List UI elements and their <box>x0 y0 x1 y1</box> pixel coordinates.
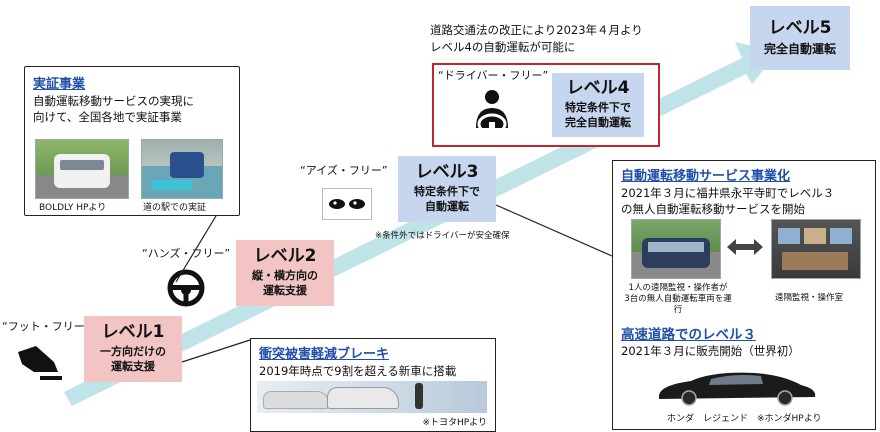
level-5-title: レベル5 <box>768 17 832 38</box>
remote-control-room-photo <box>771 219 861 279</box>
service-caption-right: 遠隔監視・操作室 <box>775 293 844 303</box>
level-2-quote: “ハンズ・フリー” <box>142 247 231 260</box>
jissho-title: 実証事業 <box>33 77 86 92</box>
honda-caption: ホンダ レジェンド ※ホンダHPより <box>667 414 822 424</box>
service-title: 自動運転移動サービス事業化 <box>621 169 791 184</box>
level-3-quote: “アイズ・フリー” <box>300 164 388 177</box>
brake-source: ※トヨタHPより <box>422 418 487 428</box>
toyota-brake-photo <box>257 381 487 413</box>
brake-panel: 衝突被害軽減ブレーキ 2019年時点で9割を超える新車に搭載 ※トヨタHPより <box>250 338 496 432</box>
michi-no-eki-photo <box>141 139 223 199</box>
bidirectional-arrow-icon <box>727 237 763 261</box>
jissho-panel: 実証事業 自動運転移動サービスの実現に 向けて、全国各地で実証事業 BOLDLY… <box>24 66 240 216</box>
level-1-box: レベル1 一方向だけの 運転支援 <box>84 316 182 382</box>
level-4-box: レベル4 特定条件下で 完全自動運転 <box>552 73 644 137</box>
level-5-box: レベル5 完全自動運転 <box>750 6 850 70</box>
service-text-1: 2021年３月に福井県永平寺町でレベル３ <box>621 186 835 200</box>
level-3-title: レベル3 <box>415 162 479 183</box>
level-1-quote: “フット・フリー” <box>2 320 91 333</box>
highway-title: 高速道路でのレベル３ <box>621 327 756 343</box>
level-4-title: レベル4 <box>566 78 630 99</box>
jissho-text-1: 自動運転移動サービスの実現に <box>33 94 194 108</box>
level-2-title: レベル2 <box>253 246 317 267</box>
eiheiji-vehicle-photo <box>631 219 721 279</box>
honda-legend-photo <box>651 367 821 407</box>
michi-caption: 道の駅での実証 <box>143 203 207 213</box>
level-3-note: ※条件外ではドライバーが安全確保 <box>375 231 510 241</box>
service-panel: 自動運転移動サービス事業化 2021年３月に福井県永平寺町でレベル３ の無人自動… <box>612 160 876 430</box>
jissho-text-2: 向けて、全国各地で実証事業 <box>33 110 182 125</box>
steering-wheel-icon <box>166 268 206 312</box>
level-2-box: レベル2 縦・横方向の 運転支援 <box>236 240 334 306</box>
level-4-quote: “ドライバー・フリー” <box>438 69 549 82</box>
level-1-title: レベル1 <box>101 322 165 343</box>
service-caption-left-2: 3台の無人自動運転車両を運行 <box>624 294 732 316</box>
highway-text: 2021年３月に販売開始（世界初） <box>621 344 800 358</box>
brake-title: 衝突被害軽減ブレーキ <box>259 347 390 362</box>
eyes-icon <box>322 188 372 220</box>
driver-icon <box>470 88 514 140</box>
service-caption-left-1: 1人の遠隔監視・操作者が <box>628 283 728 293</box>
foot-pedal-icon <box>14 340 64 380</box>
boldly-bus-photo <box>35 139 129 199</box>
level-3-box: レベル3 特定条件下で 自動運転 <box>398 156 496 222</box>
boldly-caption: BOLDLY HPより <box>39 203 107 213</box>
service-text-2: の無人自動運転移動サービスを開始 <box>621 202 805 217</box>
law-revision-note: 道路交通法の改正により2023年４月より レベル4の自動運転が可能に <box>430 23 643 54</box>
brake-text: 2019年時点で9割を超える新車に搭載 <box>259 364 457 378</box>
